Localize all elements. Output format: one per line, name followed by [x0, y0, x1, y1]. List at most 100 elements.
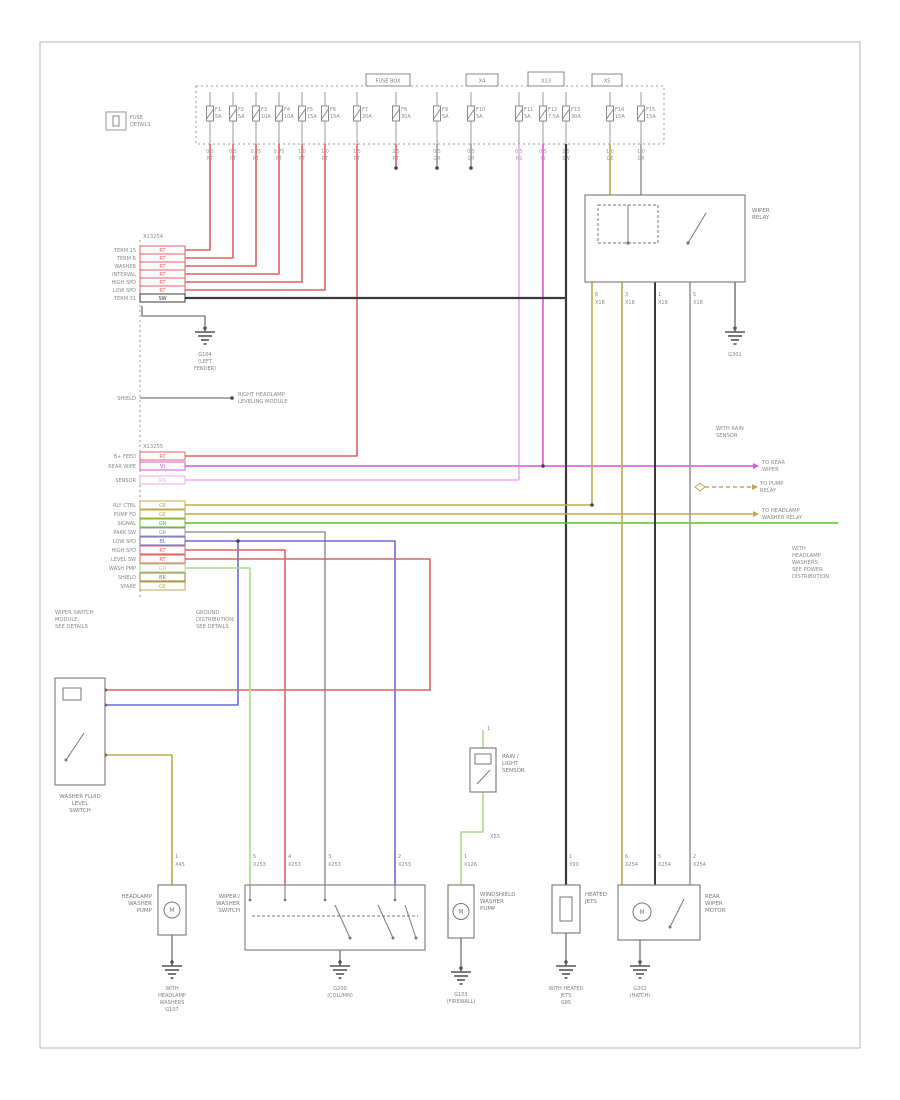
relay-pin-code: X18 [625, 300, 635, 306]
note-text: X13255 [143, 444, 163, 450]
note-text: GROUND [196, 610, 219, 616]
connector-header-box [465, 73, 499, 87]
junction-dot [435, 166, 439, 170]
fuse-element [321, 108, 329, 120]
switch-contact-dot [64, 758, 68, 762]
wire-tan-pump-run [105, 754, 173, 885]
fuse-name: F10 [476, 107, 485, 113]
switch-contact-dot [348, 936, 352, 940]
note-text: MODULE: [55, 617, 80, 623]
ground-label: (HATCH) [630, 993, 651, 999]
ground-label: G107 [165, 1007, 178, 1013]
legend-box [105, 111, 127, 131]
splice-code: VI [160, 464, 165, 470]
pin-code: X253 [398, 862, 411, 868]
fluid-level-switch-label: WASHER FLUID [59, 794, 100, 800]
wire-fuse-f1-feed [185, 144, 211, 251]
splice-code: GE [159, 584, 166, 590]
splice-segment [139, 563, 186, 573]
fuse-element [229, 108, 237, 120]
splice-label: B+ FEED [114, 454, 136, 460]
fuse-amp: 10A [284, 114, 294, 120]
rear-wiper-motor-label: REAR [705, 894, 720, 900]
fuse-name: F7 [362, 107, 368, 113]
splice-code: GE [159, 512, 166, 518]
pin-code: 1 [464, 854, 467, 860]
junction-dot [230, 396, 234, 400]
note-text: SHIELD [117, 396, 136, 402]
wiper-washer-switch-label: WASHER [216, 901, 240, 907]
splice-label: TERM R [116, 256, 137, 262]
splice-label: SENSOR [115, 478, 136, 484]
wiper-relay-box [584, 194, 746, 283]
fuse-amp: 5A [238, 114, 245, 120]
fuse-amp: 15A [615, 114, 625, 120]
fuse-amp: 5A [524, 114, 531, 120]
relay-contact-dot [626, 241, 630, 245]
heated-washer-jets-label: HEATED [585, 892, 607, 898]
ground-label: (LEFT [198, 359, 213, 365]
splice-segment [139, 461, 186, 471]
wiper-washer-switch-label: SWITCH [218, 908, 240, 914]
splice-label: SPARE [120, 584, 136, 590]
wiper-washer-switch-label: WIPER / [219, 894, 240, 900]
windshield-washer-pump-label: WINDSHIELD [480, 892, 515, 898]
splice-label: HIGH SPD [112, 280, 137, 286]
junction-dot [394, 166, 398, 170]
junction-dot [541, 464, 545, 468]
pin-code: X253 [328, 862, 341, 868]
relay-pin-code: X18 [693, 300, 703, 306]
splice-code: BR [159, 575, 166, 581]
legend-fuse-icon [112, 115, 120, 127]
relay-contact [687, 212, 707, 244]
switch-contact [669, 898, 685, 928]
wire-arrowhead [752, 484, 758, 490]
splice-label: REAR WIPE [108, 464, 136, 470]
splice-code: GN [159, 521, 167, 527]
switch-contact-dot [668, 925, 672, 929]
legend-label: FUSE [130, 115, 143, 121]
splice-label: INTERVAL [112, 272, 136, 278]
ground-label: G85 [561, 1000, 571, 1006]
wiper-relay-label: WIPER [752, 208, 770, 214]
note-text: WIPER [762, 467, 779, 473]
note-text: HEADLAMP [792, 553, 821, 559]
pin-code: 6 [625, 854, 628, 860]
splice-segment [139, 518, 186, 528]
splice-label: RLY CTRL [113, 503, 136, 509]
ground-label: G200 [333, 986, 346, 992]
motor-m: M [458, 909, 463, 916]
connector-header-label: X5 [604, 79, 611, 85]
junction-dot [469, 166, 473, 170]
rear-wiper-motor-label: MOTOR [705, 908, 726, 914]
pin-code: X254 [658, 862, 671, 868]
motor-circle [452, 903, 470, 920]
switch-contact [404, 904, 417, 939]
splice-code: GE [159, 503, 166, 509]
note-text: SEE DETAILS [196, 624, 229, 630]
windshield-washer-pump-box [447, 884, 475, 939]
splice-code: RT [159, 272, 166, 278]
connector-header-box [365, 73, 411, 87]
wire-arrowhead [753, 463, 759, 469]
note-text: RIGHT HEADLAMP [238, 392, 285, 398]
note-text: X13254 [143, 234, 164, 240]
splice-label: WASHER [114, 264, 136, 270]
splice-segment [139, 451, 186, 461]
splice-segment [139, 572, 186, 582]
note-text: TO REAR [761, 460, 785, 466]
connector-header-box [591, 73, 623, 87]
wire-red-run-1 [185, 549, 286, 885]
switch-contact-dot [414, 936, 418, 940]
splice-code: GR [159, 530, 167, 536]
note-text: X55 [490, 834, 500, 840]
splice-segment [139, 293, 186, 303]
fuse-name: F2 [238, 107, 244, 113]
resistor-element [559, 896, 573, 922]
headlamp-washer-pump-label: HEADLAMP [121, 894, 152, 900]
wire-arrowhead [753, 511, 759, 517]
ground-label: FENDER) [194, 366, 216, 372]
switch-pin-dot [393, 898, 397, 902]
pin-code: 2 [693, 854, 696, 860]
fuse-name: F15 [646, 107, 655, 113]
